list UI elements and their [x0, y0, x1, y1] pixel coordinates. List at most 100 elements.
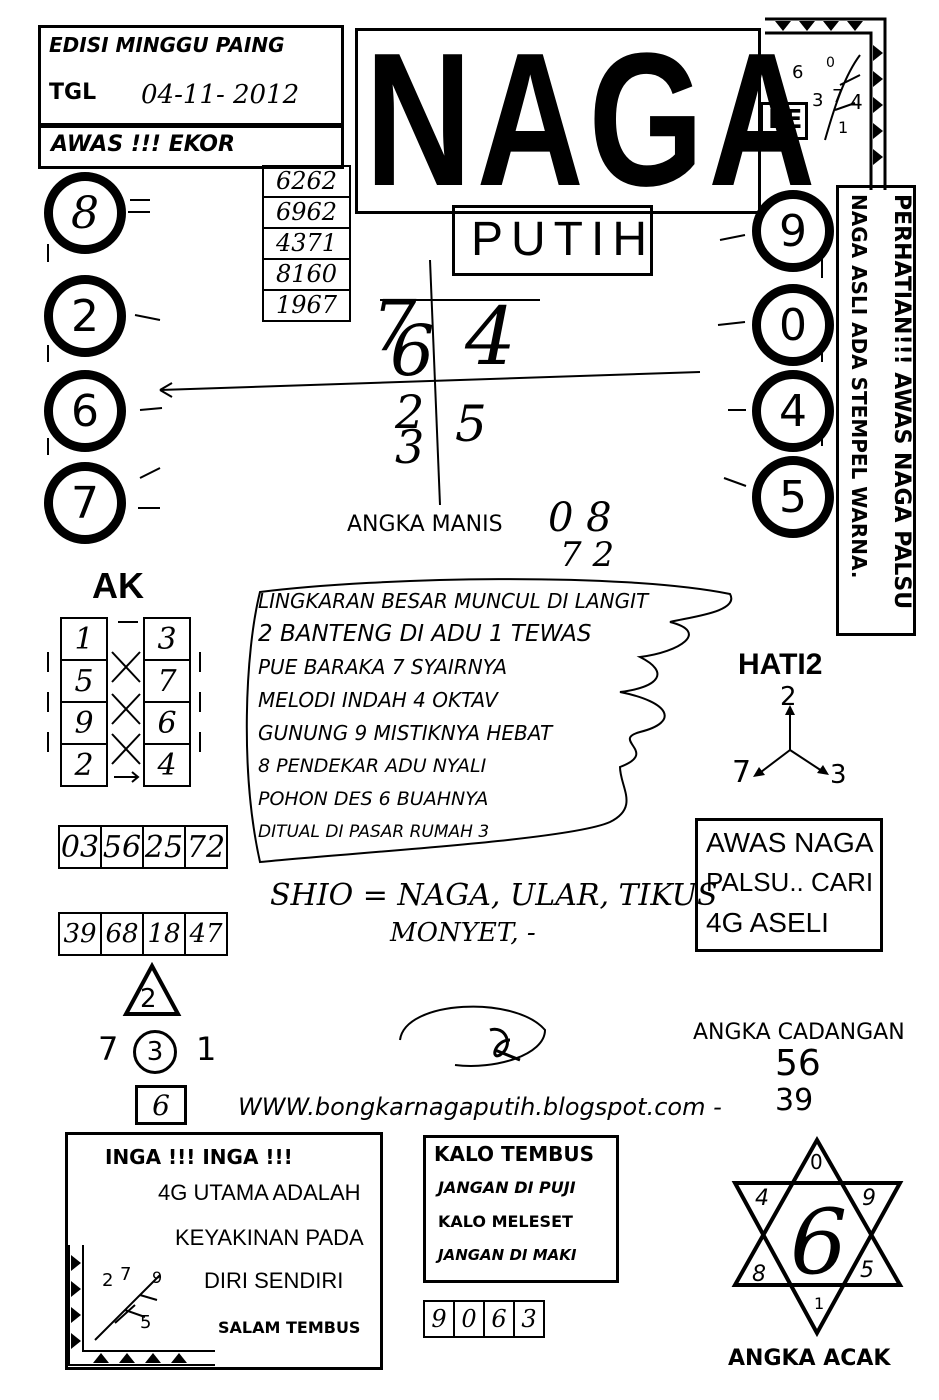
inga-box — [65, 1132, 383, 1370]
center-digit: 4 — [465, 290, 516, 383]
inga-line5: SALAM TEMBUS — [218, 1318, 361, 1337]
star-center: 6 — [790, 1190, 848, 1295]
hati-left: 7 — [732, 755, 752, 790]
number-list-item: 4371 — [264, 229, 349, 260]
putih-box: PUTIH — [452, 205, 653, 276]
star-upper-right: 9 — [862, 1186, 876, 1211]
kalo-box: KALO TEMBUS JANGAN DI PUJI KALO MELESET … — [423, 1135, 619, 1283]
right-circle: 9 — [752, 190, 834, 272]
center-digit: 2 — [395, 385, 425, 439]
left-circle-digit: 8 — [71, 187, 99, 239]
number-row-cell: 72 — [184, 825, 228, 869]
number-row-cell: 56 — [100, 825, 144, 869]
naga-title: NAGA — [365, 14, 821, 226]
star-lower-left: 8 — [752, 1262, 766, 1287]
le-badge-text: LE — [768, 105, 803, 135]
ak-left-cell: 2 — [74, 747, 94, 783]
center-digit: 7 — [372, 285, 417, 367]
ak-left-cell: 5 — [62, 661, 106, 703]
date-value: 04-11- 2012 — [141, 80, 300, 110]
poem-line: GUNUNG 9 MISTIKNYA HEBAT — [258, 721, 553, 745]
inga-line3: KEYAKINAN PADA — [175, 1225, 364, 1250]
cadangan-label: ANGKA CADANGAN — [693, 1020, 905, 1045]
left-circle-digit: 6 — [71, 385, 99, 437]
number-row-b: 39 68 18 47 — [58, 912, 228, 956]
hati-label: HATI2 — [738, 648, 823, 681]
tree-digit: 1 — [838, 118, 849, 137]
center-digit: 3 — [395, 420, 425, 474]
poem-line: LINGKARAN BESAR MUNCUL DI LANGIT — [258, 589, 649, 613]
bottom-digit-cell: 6 — [483, 1300, 515, 1338]
triangle-shape — [122, 962, 182, 1016]
left-circle: 7 — [44, 462, 126, 544]
kalo-line4: JANGAN DI MAKI — [438, 1246, 577, 1264]
left-circle: 2 — [44, 275, 126, 357]
date-label: TGL — [49, 80, 97, 105]
number-list-item: 6262 — [264, 167, 349, 198]
trio-left: 7 — [98, 1030, 119, 1068]
ak-right-cell: 3 — [145, 619, 189, 661]
cadangan-bottom: 39 — [775, 1083, 814, 1118]
left-circle: 6 — [44, 370, 126, 452]
ak-right-column: 3 7 6 4 — [143, 617, 191, 787]
corner-decoration-top — [765, 17, 887, 190]
awas-naga-line3: 4G ASELI — [706, 907, 829, 938]
tree-digit: 0 — [826, 55, 835, 71]
inga-line4: DIRI SENDIRI — [204, 1268, 344, 1293]
header-box: EDISI MINGGU PAING TGL 04-11- 2012 — [38, 25, 344, 126]
right-circle: 4 — [752, 370, 834, 452]
star-lower-right: 5 — [860, 1258, 874, 1283]
tree-digit: 2 — [102, 1270, 114, 1291]
right-circle-digit: 5 — [779, 471, 807, 523]
ak-cross-icons — [47, 621, 201, 783]
ak-left-cell: 9 — [62, 703, 106, 745]
star-upper-left: 4 — [755, 1186, 769, 1211]
trio-right: 1 — [196, 1030, 217, 1068]
number-list-item: 1967 — [275, 291, 338, 319]
poem-line: DITUAL DI PASAR RUMAH 3 — [258, 822, 490, 842]
right-notice-line1: PERHATIAN!!! AWAS NAGA PALSU — [889, 194, 914, 610]
square-box: 6 — [135, 1085, 187, 1125]
number-list: 6262 6962 4371 8160 1967 — [262, 165, 351, 322]
arrow-lines — [47, 199, 823, 509]
tree-digit: 9 — [152, 1268, 163, 1287]
hati-right: 3 — [830, 760, 847, 790]
number-list-item: 8160 — [264, 260, 349, 291]
hati-top: 2 — [780, 682, 797, 712]
number-row-a: 03 56 25 72 — [58, 825, 228, 869]
right-notice-box: PERHATIAN!!! AWAS NAGA PALSU NAGA ASLI A… — [836, 185, 916, 636]
bottom-digit-cell: 9 — [423, 1300, 455, 1338]
website-text: WWW.bongkarnagaputih.blogspot.com - — [238, 1093, 722, 1121]
angka-manis-bottom: 7 2 — [560, 535, 615, 575]
le-badge: LE — [760, 102, 808, 140]
trio-center-digit: 3 — [146, 1037, 164, 1067]
angka-manis-top: 0 8 — [548, 495, 612, 541]
tree-digit: 7 — [832, 86, 844, 107]
awas-naga-box: AWAS NAGA PALSU.. CARI 4G ASELI — [695, 818, 883, 952]
shio-line2: MONYET, - — [390, 918, 536, 948]
right-circle-digit: 9 — [779, 205, 807, 257]
poem-text: LINGKARAN BESAR MUNCUL DI LANGIT 2 BANTE… — [258, 585, 648, 849]
right-circle-digit: 0 — [779, 299, 807, 351]
center-digit: 5 — [455, 395, 487, 453]
star-icon — [731, 1135, 904, 1338]
right-circle: 0 — [752, 284, 834, 366]
number-row-cell: 25 — [142, 825, 186, 869]
left-circle: 8 — [44, 172, 126, 254]
naga-title-frame — [355, 28, 761, 214]
star-top: 0 — [810, 1150, 823, 1174]
signature-scribble — [399, 1005, 547, 1067]
bottom-digit-cell: 0 — [453, 1300, 485, 1338]
poem-line: 2 BANTENG DI ADU 1 TEWAS — [258, 621, 592, 647]
tree-digit: 5 — [140, 1312, 152, 1333]
bottom-digit-cell: 3 — [513, 1300, 545, 1338]
poem-line: MELODI INDAH 4 OKTAV — [258, 688, 498, 712]
inga-line2: 4G UTAMA ADALAH — [158, 1180, 361, 1205]
right-notice-line2: NAGA ASLI ADA STEMPEL WARNA. — [847, 194, 871, 579]
left-circle-digit: 2 — [71, 290, 99, 342]
angka-acak-label: ANGKA ACAK — [728, 1346, 891, 1371]
ak-left-cell: 1 — [62, 619, 106, 661]
ak-left-column: 1 5 9 2 — [60, 617, 108, 787]
awas-naga-line2: PALSU.. CARI — [706, 867, 874, 897]
ak-right-cell: 4 — [157, 747, 177, 783]
